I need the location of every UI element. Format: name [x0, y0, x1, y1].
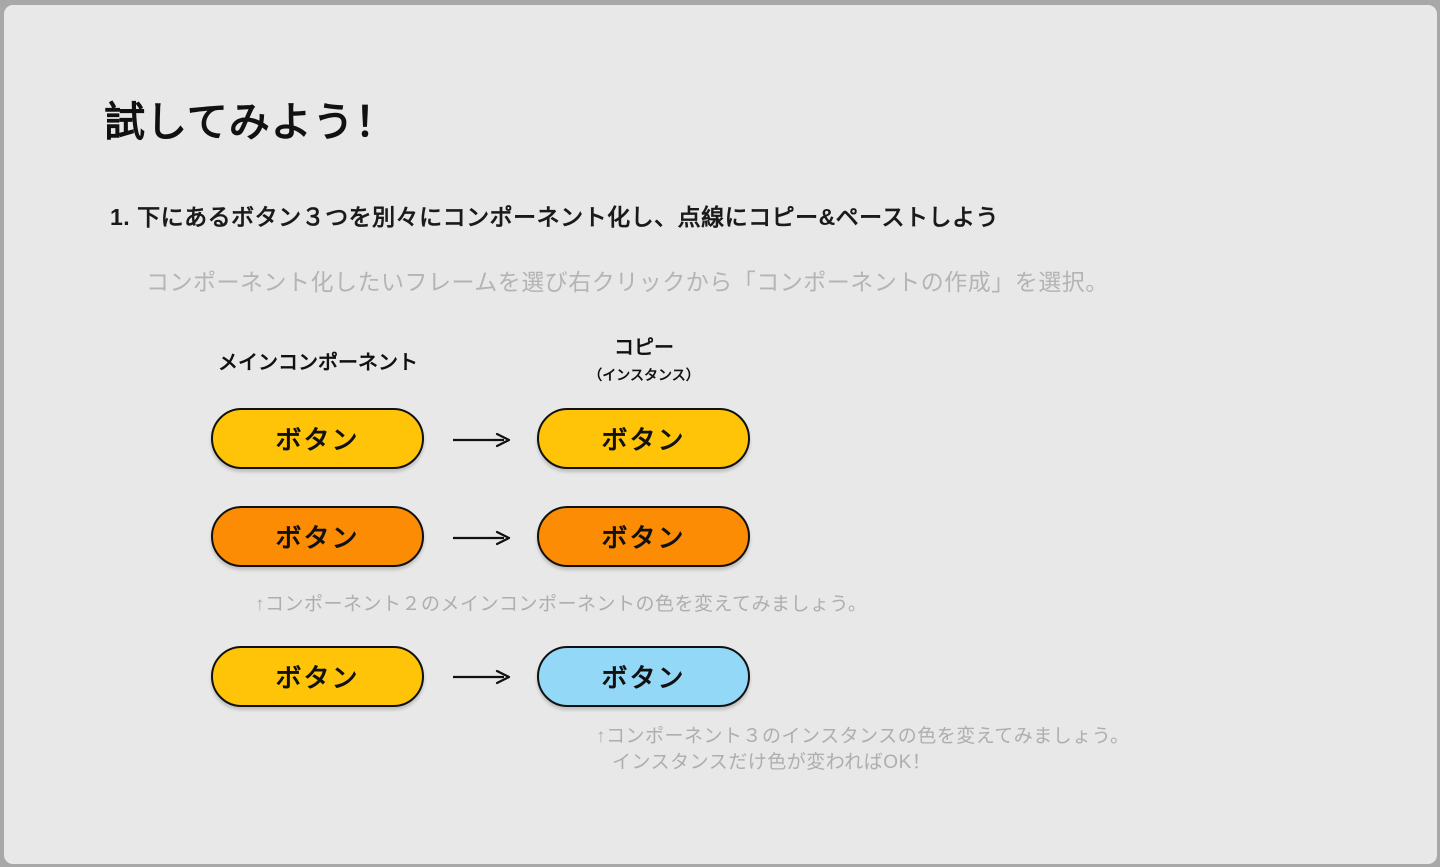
instance-sublabel: （インスタンス） — [588, 367, 700, 383]
button-label: ボタン — [275, 523, 360, 553]
instance-button-1[interactable]: ボタン — [537, 408, 750, 469]
arrow-right-icon — [453, 669, 511, 685]
note-row-3-line1: ↑コンポーネント３のインスタンスの色を変えてみましょう。 — [596, 726, 1130, 747]
note-row-3: ↑コンポーネント３のインスタンスの色を変えてみましょう。 インスタンスだけ色が変… — [596, 724, 1130, 776]
slide-panel: 試してみよう！ 1. 下にあるボタン３つを別々にコンポーネント化し、点線にコピー… — [4, 5, 1437, 864]
button-label: ボタン — [275, 663, 360, 693]
instruction-step1: 1. 下にあるボタン３つを別々にコンポーネント化し、点線にコピー&ペーストしよう — [110, 204, 1000, 230]
copy-column-label: コピー （インスタンス） — [533, 331, 755, 385]
arrow-right-icon — [453, 432, 511, 448]
page-title: 試してみよう！ — [104, 99, 397, 145]
arrow-right-icon — [453, 530, 511, 546]
copy-label: コピー — [614, 337, 674, 359]
note-row-3-line2: インスタンスだけ色が変わればOK！ — [612, 752, 932, 773]
main-component-button-3[interactable]: ボタン — [211, 646, 424, 707]
button-label: ボタン — [601, 523, 686, 553]
note-row-2: ↑コンポーネント２のメインコンポーネントの色を変えてみましょう。 — [255, 594, 868, 615]
button-label: ボタン — [601, 425, 686, 455]
instruction-hint: コンポーネント化したいフレームを選び右クリックから「コンポーネントの作成」を選択… — [146, 269, 1109, 295]
instance-button-2[interactable]: ボタン — [537, 506, 750, 567]
main-component-column-label: メインコンポーネント — [218, 352, 418, 374]
button-label: ボタン — [275, 425, 360, 455]
main-component-button-2[interactable]: ボタン — [211, 506, 424, 567]
main-component-button-1[interactable]: ボタン — [211, 408, 424, 469]
instance-button-3[interactable]: ボタン — [537, 646, 750, 707]
button-label: ボタン — [601, 663, 686, 693]
